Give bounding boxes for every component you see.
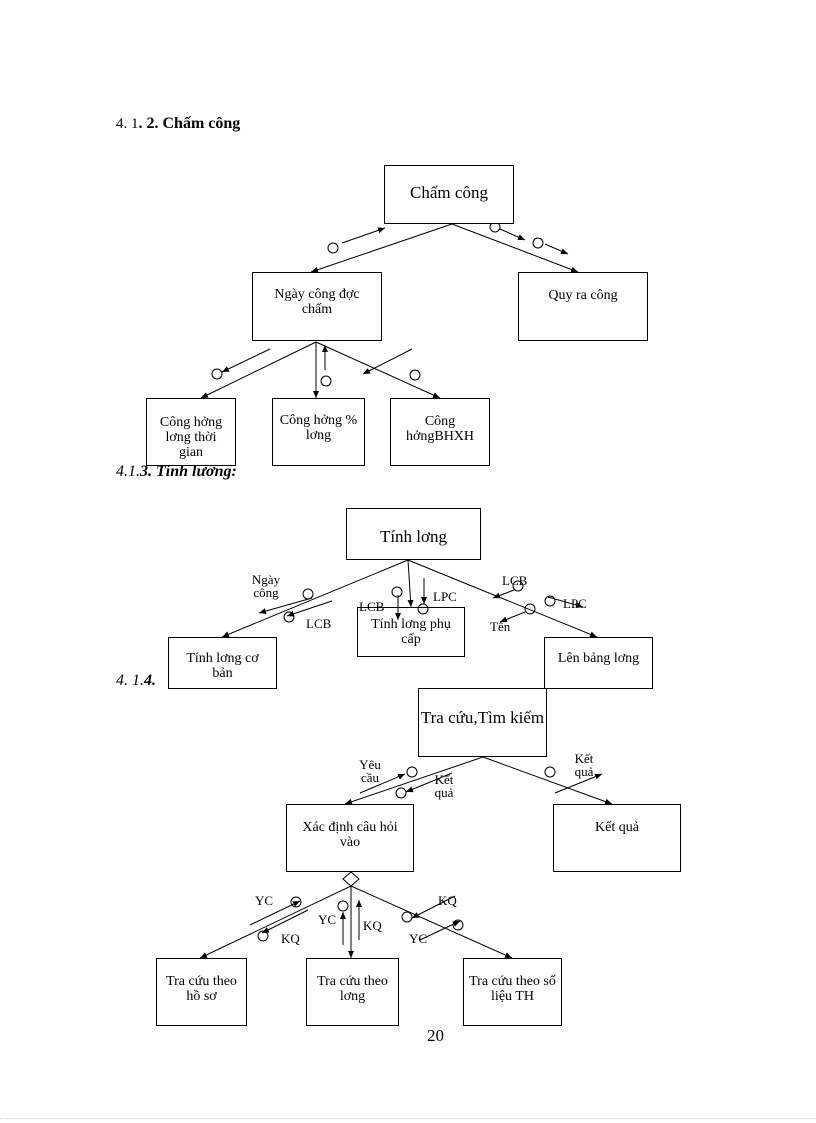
connector-line [344, 756, 484, 805]
flow-arrow [341, 227, 386, 244]
decision-diamond [342, 871, 360, 887]
box-cong-huong-luong-thoi-gian: Công hởng lơng thời gian [146, 398, 236, 466]
label-ten: Tên [490, 619, 511, 634]
connector-line [407, 559, 598, 638]
flow-arrow [499, 228, 526, 241]
box-tinh-luong: Tính lơng [346, 508, 481, 560]
flow-circle [290, 896, 302, 908]
flow-arrow [554, 773, 603, 794]
flow-circle [302, 588, 314, 600]
box-ket-qua: Kết quả [553, 804, 681, 872]
label-lcb: LCB [359, 599, 385, 614]
flow-circle [211, 368, 223, 380]
flow-circle [524, 603, 536, 615]
flow-circle [283, 611, 295, 623]
flow-arrow [411, 895, 456, 919]
flow-circle [391, 586, 403, 598]
box-quy-ra-cong: Quy ra công [518, 272, 648, 341]
label-yc: YC [409, 931, 428, 946]
label-kq: KQ [438, 893, 457, 908]
flow-circle [401, 911, 413, 923]
flow-arrow [261, 909, 309, 934]
box-tra-cuu-theo-luong: Tra cứu theo lơng [306, 958, 399, 1026]
label-lcb: LCB [502, 573, 528, 588]
flow-arrow [499, 611, 526, 623]
connector-line [451, 223, 579, 273]
flow-circle [409, 369, 421, 381]
flow-circle [544, 766, 556, 778]
section-heading-cham-cong: 4. 1. 2. Chấm công [116, 115, 241, 132]
flow-circle [406, 766, 418, 778]
box-cong-huong-bhxh: Công hởngBHXH [390, 398, 490, 466]
flow-circle [395, 787, 407, 799]
flow-circle [417, 603, 429, 615]
connector-line [200, 341, 317, 399]
flow-circle [257, 930, 269, 942]
box-tra-cuu-theo-ho-so: Tra cứu theo hồ sơ [156, 958, 247, 1026]
flow-arrow [405, 772, 453, 793]
box-tra-cuu-tim-kiem: Tra cứu,Tìm kiếm [418, 688, 547, 757]
box-cong-huong-phan-tram-luong: Công hởng % lơng [272, 398, 365, 466]
flow-arrow [286, 600, 333, 617]
flow-arrow [544, 243, 569, 255]
label-lpc: LPC [563, 596, 587, 611]
box-len-bang-luong: Lên bảng lơng [544, 637, 653, 689]
label-yc: YC [318, 912, 337, 927]
connector-line [315, 341, 441, 399]
label-kq: KQ [363, 918, 382, 933]
label-kq: KQ [281, 931, 300, 946]
page-bottom-divider [0, 1118, 816, 1119]
box-tinh-luong-phu-cap: Tính lơng phụ cấp [357, 607, 465, 657]
box-cham-cong: Chấm công [384, 165, 514, 224]
connector-line [407, 559, 414, 608]
flow-arrow [359, 773, 406, 794]
connector-line [482, 756, 613, 805]
connector-line [350, 885, 513, 959]
flow-circle [320, 375, 332, 387]
label-ngay-cong: Ngày công [251, 572, 281, 600]
flow-circle [512, 580, 524, 592]
connector-line [221, 559, 409, 638]
label-lcb: LCB [306, 616, 332, 631]
flow-arrow [258, 597, 313, 614]
flow-circle [544, 595, 556, 607]
connector-line [199, 885, 352, 959]
box-tinh-luong-co-ban: Tính lơng cơ bản [168, 637, 277, 689]
flow-circle [452, 919, 464, 931]
box-tra-cuu-theo-so-lieu-th: Tra cứu theo số liệu TH [463, 958, 562, 1026]
section-heading-tinh-luong: 4.1.3. Tính lương: [116, 463, 237, 480]
flow-circle [337, 900, 349, 912]
flow-arrow [547, 596, 584, 608]
section-heading-tra-cuu: 4. 1.4. [116, 672, 156, 689]
label-yeu-cau: Yêu cầu [359, 757, 381, 785]
flow-circle [327, 242, 339, 254]
label-yc: YC [255, 893, 274, 908]
flow-circle [532, 237, 544, 249]
flow-arrow [221, 348, 271, 373]
label-ket-qua: Kết quả [574, 751, 594, 779]
label-lpc: LPC [433, 589, 457, 604]
connector-line [310, 223, 453, 273]
flow-arrow [492, 589, 515, 599]
box-xac-dinh-cau-hoi-vao: Xác định câu hỏi vào [286, 804, 414, 872]
page-number: 20 [427, 1026, 444, 1045]
flow-arrow [362, 348, 413, 375]
box-ngay-cong-duoc-cham: Ngày công đợc chấm [252, 272, 382, 341]
label-ket-qua: Kết quả [434, 772, 454, 800]
